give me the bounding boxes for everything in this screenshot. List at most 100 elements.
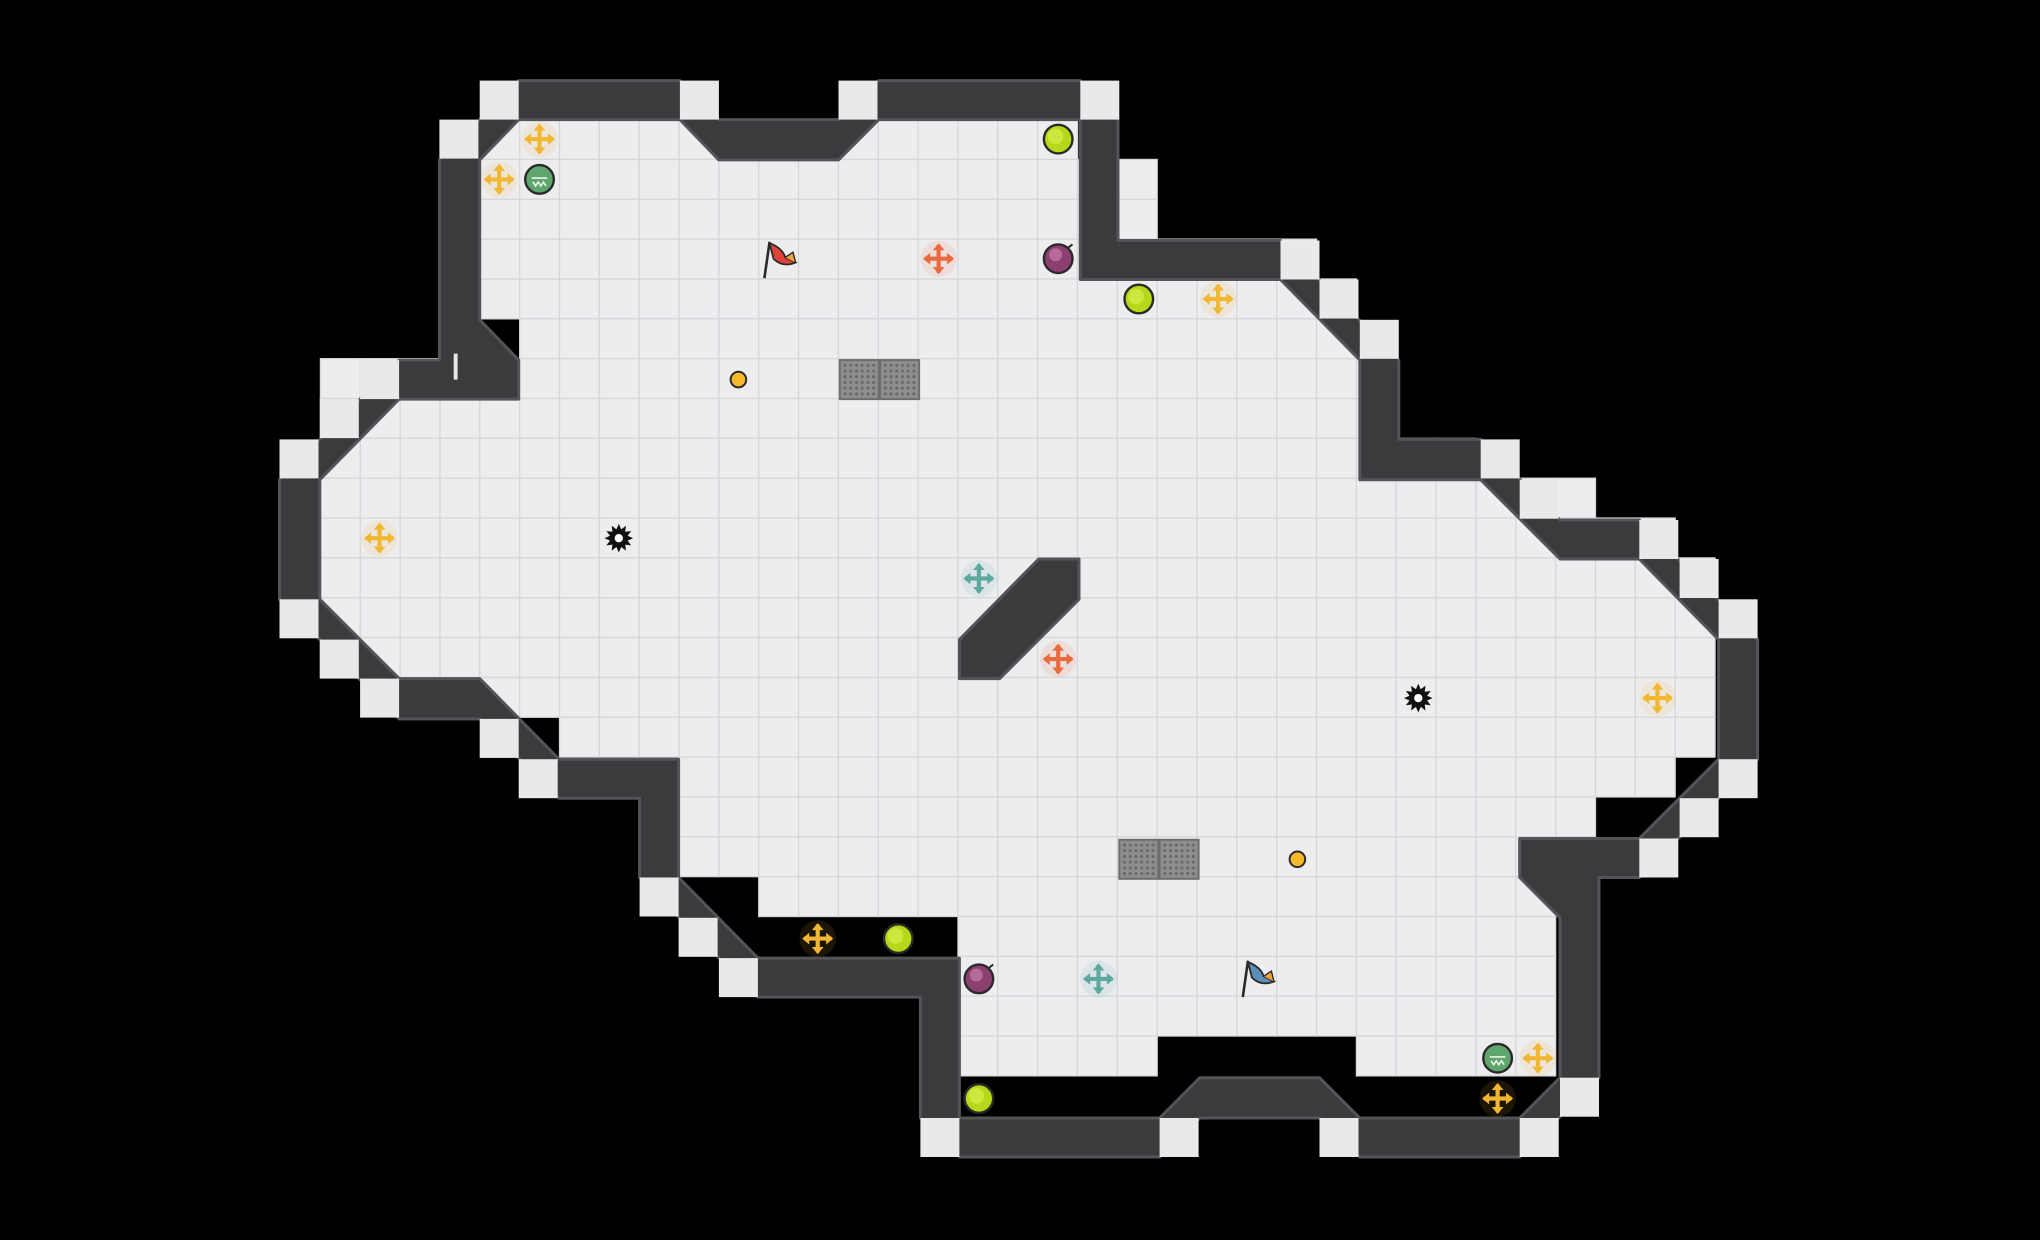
floor-tile [479,557,521,599]
floor-tile [997,278,1039,320]
wall-corner-tile [718,958,758,998]
floor-tile [1076,915,1119,957]
floor-tile [837,517,879,559]
floor-tile [598,437,640,479]
floor-tile [678,437,720,479]
floor-tile [877,876,919,918]
floor-tile [758,676,800,718]
floor-tile [797,238,840,280]
floor-tile [1395,756,1437,798]
floor-tile [837,437,879,479]
floor-tile [1315,517,1358,559]
floor-tile [1276,437,1318,479]
floor-tile [399,636,441,679]
floor-tile [957,238,999,280]
floor-tile [1236,836,1278,878]
floor-tile [997,756,1039,798]
floor-tile [718,397,760,440]
floor-tile [1076,876,1119,918]
floor-tile [1315,676,1358,718]
floor-tile [718,597,760,639]
floor-tile [638,238,680,280]
floor-tile [997,397,1039,440]
floor-tile [598,118,640,161]
map-entities [361,120,1676,1117]
floor-tile [1594,756,1636,798]
floor-tile [1674,636,1716,679]
floor-tile [957,1035,999,1077]
floor-tile [1435,796,1477,838]
floor-tile [1475,915,1517,957]
floor-tile [479,597,521,639]
floor-tile [1076,676,1119,718]
floor-tile [399,397,441,440]
floor-tile [1156,557,1198,599]
floor-tile [1475,995,1517,1037]
floor-tile [1355,557,1397,599]
yellow-speed-boost-icon [1199,280,1237,318]
floor-tile [917,397,959,440]
floor-tile [957,278,999,320]
floor-tile [439,597,481,639]
floor-tile [519,557,561,599]
wall-corner-tile [1319,279,1359,319]
mesh-gate-tile-icon [1158,838,1200,880]
floor-tile [678,676,720,718]
floor-tile [917,158,959,200]
floor-tile [1475,557,1517,599]
floor-tile [1634,716,1676,758]
floor-tile [758,318,800,360]
floor-tile [1475,796,1517,838]
floor-tile [1037,158,1079,200]
floor-tile [877,517,919,559]
bomb-icon [963,963,995,995]
floor-tile [758,477,800,519]
floor-tile [1156,278,1198,320]
floor-tile [1435,676,1477,718]
floor-tile [837,158,879,200]
floor-tile [797,796,840,838]
floor-tile [797,756,840,798]
floor-tile [1236,437,1278,479]
floor-tile [598,676,640,718]
floor-tile [877,836,919,878]
wall-corner-tile [1359,319,1399,359]
portal-gate-icon [524,163,556,195]
floor-tile [997,437,1039,479]
button-icon [729,370,748,389]
floor-tile [1276,358,1318,400]
floor-tile [1037,278,1079,320]
floor-tile [479,198,521,240]
floor-tile [598,716,640,758]
floor-tile [1634,636,1676,679]
floor-tile [1196,955,1238,997]
floor-tile [598,238,640,280]
yellow-speed-boost-icon [521,120,558,158]
floor-tile [917,118,959,161]
floor-tile [678,278,720,320]
floor-tile [598,397,640,440]
floor-tile [1076,557,1119,599]
floor-tile [638,158,680,200]
floor-tile [1076,397,1119,440]
floor-tile [519,358,561,400]
floor-tile [1315,636,1358,679]
floor-tile [1395,876,1437,918]
floor-tile [997,915,1039,957]
wall-corner-tile [1519,479,1559,519]
wall-corner-tile [1718,599,1758,639]
floor-tile [997,517,1039,559]
floor-tile [758,636,800,679]
yellow-speed-boost-icon [1639,679,1676,717]
floor-tile [1196,995,1238,1037]
floor-tile [1156,477,1198,519]
floor-tile [1156,676,1198,718]
floor-tile [758,756,800,798]
floor-tile [479,397,521,440]
floor-tile [1674,676,1716,718]
floor-tile [1196,876,1238,918]
floor-tile [1435,716,1477,758]
wall-corner-tile [1639,520,1679,559]
floor-tile [1515,636,1557,679]
